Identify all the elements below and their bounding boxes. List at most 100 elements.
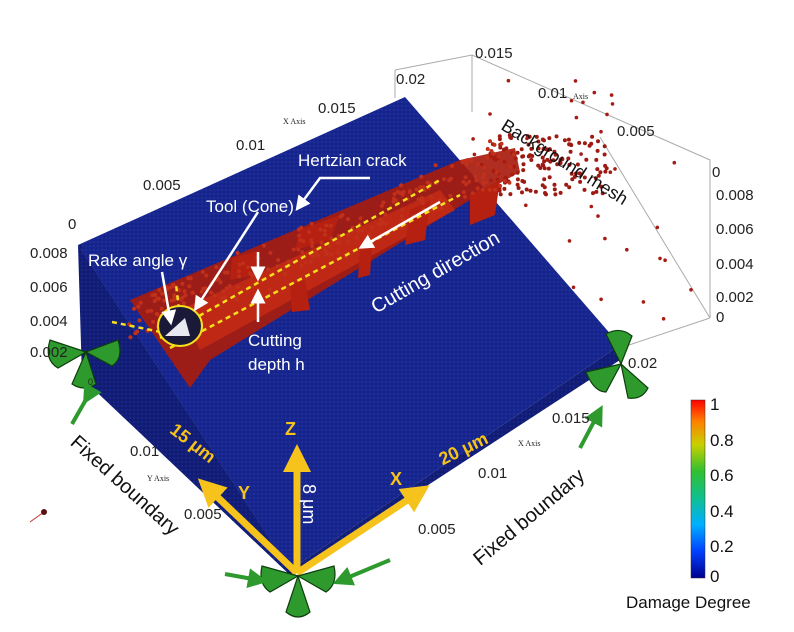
crack-element <box>203 286 208 291</box>
background-mesh-point <box>596 214 600 218</box>
crack-element <box>440 207 444 211</box>
crack-element <box>309 221 314 226</box>
crack-element <box>367 233 372 238</box>
boundary-support-left <box>47 339 121 389</box>
background-mesh-point <box>582 187 587 192</box>
crack-element <box>200 270 205 274</box>
tick-right-z-3: 0.002 <box>716 289 754 306</box>
crack-element <box>391 196 396 201</box>
background-mesh-point <box>567 239 572 243</box>
crack-element <box>414 187 419 192</box>
background-mesh-point <box>524 203 528 208</box>
crack-element <box>214 265 219 270</box>
crack-element <box>138 300 143 305</box>
background-mesh-point <box>506 78 511 83</box>
background-mesh-point <box>599 297 603 302</box>
crack-element <box>473 174 478 179</box>
crack-element <box>172 294 177 299</box>
crack-element <box>463 194 467 199</box>
crack-element <box>450 164 454 168</box>
tick-bottom-y-1: 0.005 <box>184 506 222 523</box>
background-mesh-point <box>536 146 541 151</box>
crack-element <box>407 190 412 195</box>
crack-element <box>419 174 424 179</box>
crack-element <box>261 243 266 248</box>
background-mesh-point <box>595 167 600 172</box>
crack-element <box>152 299 157 303</box>
legend-tick-04: 0.4 <box>710 502 734 521</box>
background-mesh-point <box>558 161 563 166</box>
crack-element <box>219 296 224 301</box>
crack-element <box>171 282 176 287</box>
crack-element <box>324 223 329 228</box>
crack-element <box>227 284 232 288</box>
crack-element <box>485 155 490 160</box>
tick-right-z-0: 0.008 <box>716 187 754 204</box>
background-mesh-point <box>574 115 579 120</box>
background-mesh-point <box>602 152 607 157</box>
crack-element <box>212 293 217 298</box>
crack-element <box>268 250 273 255</box>
crack-element <box>235 297 239 302</box>
crack-element <box>300 250 305 255</box>
crack-element <box>346 217 350 222</box>
crack-element <box>482 172 487 177</box>
background-mesh-point <box>534 134 539 139</box>
crack-element <box>190 290 195 295</box>
background-mesh-point <box>488 112 492 116</box>
crack-element <box>378 222 383 227</box>
crack-element <box>346 239 351 244</box>
background-mesh-point <box>520 190 524 195</box>
crack-element <box>297 233 301 238</box>
crack-element <box>237 262 242 267</box>
annotation-arrows <box>160 176 441 326</box>
background-mesh-point <box>572 174 577 179</box>
tick-top-x-3: 0.015 <box>318 100 356 117</box>
background-mesh-point <box>498 192 503 197</box>
background-mesh-point <box>609 93 614 97</box>
background-mesh-point <box>569 143 574 148</box>
background-mesh-point <box>515 150 520 155</box>
background-mesh-point <box>599 184 604 189</box>
background-mesh-point <box>613 167 617 171</box>
boundary-support-right <box>585 329 649 399</box>
background-mesh-point <box>603 163 608 168</box>
crack-element <box>383 212 388 217</box>
background-mesh-point <box>553 152 558 157</box>
background-mesh-point <box>519 147 524 152</box>
background-mesh-point <box>573 79 578 83</box>
crack-element <box>338 214 343 219</box>
background-mesh-point <box>545 157 550 162</box>
crack-element <box>182 289 187 294</box>
crack-element <box>136 304 141 309</box>
legend-title: Damage Degree <box>626 593 751 612</box>
background-mesh-point <box>569 98 574 103</box>
crack-element <box>266 267 271 272</box>
tick-bottom-x-3: 0.02 <box>628 355 658 372</box>
crack-element <box>187 284 192 289</box>
crack-element <box>145 309 150 314</box>
background-mesh-point <box>590 134 595 139</box>
background-mesh-point <box>689 288 693 292</box>
background-mesh-point <box>551 158 556 163</box>
crack-element <box>162 298 167 303</box>
crack-element <box>235 251 240 255</box>
crack-element <box>399 183 403 188</box>
background-mesh-point <box>528 188 533 193</box>
crack-element <box>465 158 470 163</box>
background-mesh-point <box>529 158 534 162</box>
crack-element <box>398 191 403 195</box>
crack-element <box>499 141 504 146</box>
tick-right-z-4: 0 <box>716 309 725 326</box>
background-mesh-point <box>596 139 600 144</box>
background-mesh-point <box>507 133 512 138</box>
crack-element <box>133 331 138 336</box>
crack-element <box>467 179 472 184</box>
crack-element <box>250 273 254 278</box>
crack-element <box>307 230 312 234</box>
background-mesh-point <box>602 144 607 149</box>
y-axis-letter: Y <box>238 483 251 503</box>
background-mesh-point <box>471 137 475 141</box>
crack-element <box>223 270 227 275</box>
